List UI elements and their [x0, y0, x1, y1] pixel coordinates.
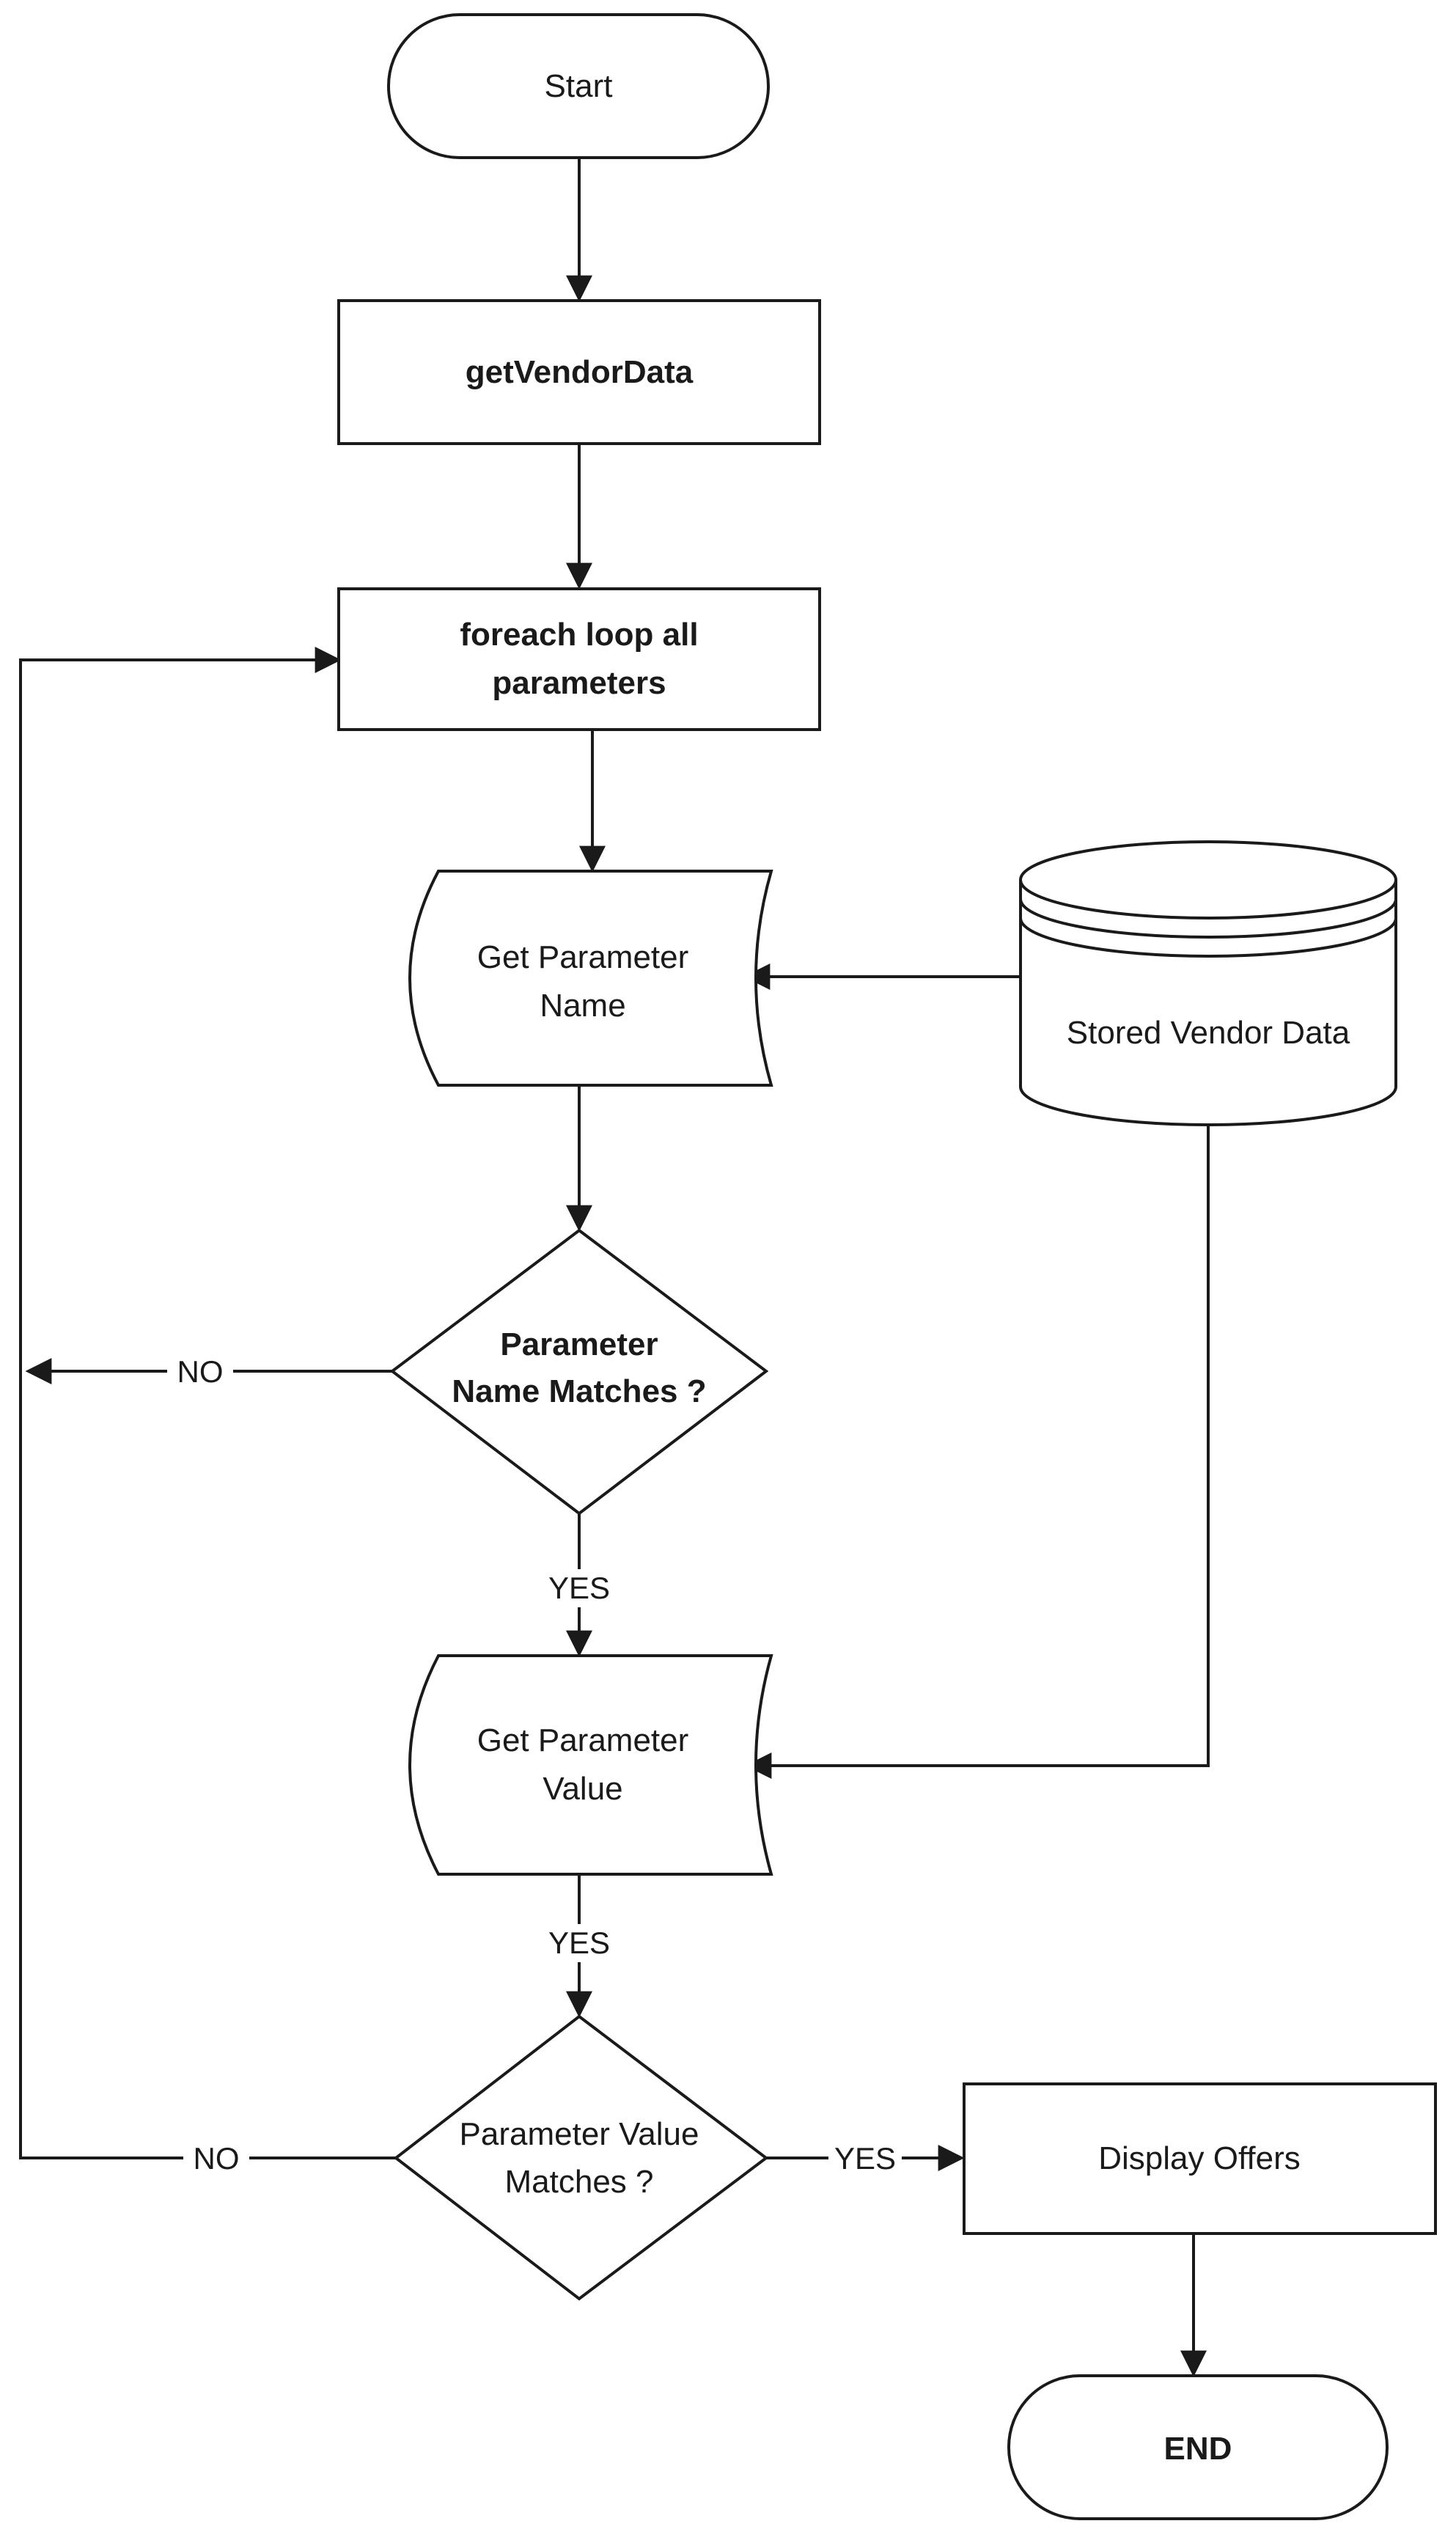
edge-label-bg	[167, 1353, 233, 1390]
foreach-loop-label-line2: parameters	[492, 665, 666, 701]
end-label: END	[1164, 2431, 1232, 2467]
edge-label-bg	[539, 1924, 619, 1962]
edge-label-bg	[539, 1569, 619, 1607]
parameter-name-matches-decision: Parameter Name Matches ?	[389, 1228, 769, 1516]
parameter-value-matches-decision: Parameter Value Matches ?	[393, 2014, 769, 2301]
edge-labels: NO YES YES NO YES	[167, 1353, 902, 2176]
get-vendor-data-label: getVendorData	[466, 354, 694, 390]
edge-label-bg	[183, 2140, 249, 2176]
get-parameter-name-data: Get Parameter Name	[408, 870, 773, 1087]
stored-vendor-data-label: Stored Vendor Data	[1067, 1015, 1350, 1051]
edge-label-value-yes-down: YES	[548, 1926, 610, 1960]
foreach-loop-process: foreach loop all parameters	[337, 587, 821, 731]
get-vendor-data-process: getVendorData	[337, 299, 821, 445]
get-parameter-value-label-line2: Value	[543, 1771, 622, 1807]
arrow-stored-to-get-param-value	[745, 1124, 1210, 1779]
parameter-name-matches-label-line1: Parameter	[500, 1326, 658, 1362]
edge-label-value-no: NO	[194, 2141, 240, 2176]
end-terminator: END	[1007, 2374, 1389, 2520]
get-parameter-name-label-line2: Name	[540, 988, 625, 1024]
edge-label-bg	[828, 2140, 902, 2176]
get-parameter-value-data: Get Parameter Value	[408, 1654, 773, 1876]
arrow-value-no-loop-back	[19, 647, 396, 2159]
display-offers-label: Display Offers	[1098, 2140, 1301, 2176]
edge-label-name-no: NO	[177, 1354, 224, 1389]
start-label: Start	[545, 68, 613, 104]
foreach-loop-label-line1: foreach loop all	[460, 617, 698, 653]
parameter-name-matches-label-line2: Name Matches ?	[452, 1373, 706, 1409]
edge-label-name-yes: YES	[548, 1571, 610, 1605]
display-offers-process: Display Offers	[963, 2082, 1437, 2235]
edge-label-value-yes-right: YES	[834, 2141, 896, 2176]
stored-vendor-data-database: Stored Vendor Data	[1019, 840, 1397, 1126]
start-terminator: Start	[387, 13, 770, 159]
parameter-value-matches-label-line2: Matches ?	[505, 2164, 654, 2200]
get-parameter-name-label-line1: Get Parameter	[477, 939, 689, 975]
get-parameter-value-label-line1: Get Parameter	[477, 1722, 689, 1758]
parameter-value-matches-label-line1: Parameter Value	[460, 2116, 699, 2152]
